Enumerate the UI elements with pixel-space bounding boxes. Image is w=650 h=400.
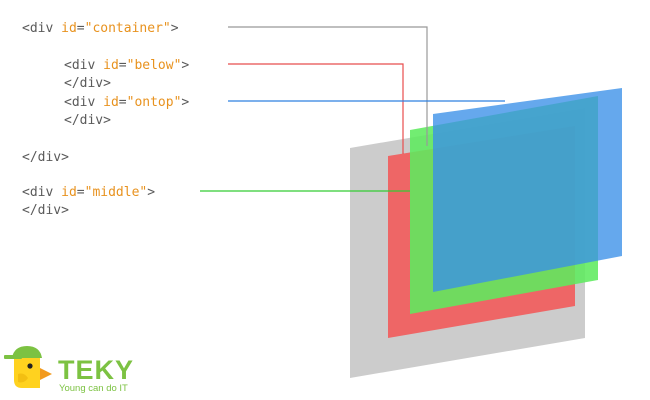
below-connector <box>228 63 404 154</box>
code-line-below-close: </div> <box>64 76 111 91</box>
ontop-panel <box>433 88 622 292</box>
code-line-container-open: <div id="container"> <box>22 21 179 36</box>
code-line-middle-open: <div id="middle"> <box>22 185 155 200</box>
logo-tagline: Young can do IT <box>59 383 128 394</box>
code-line-ontop-open: <div id="ontop"> <box>64 95 189 110</box>
code-line-below-open: <div id="below"> <box>64 58 189 73</box>
container-connector <box>228 26 428 146</box>
code-line-ontop-close: </div> <box>64 113 111 128</box>
duck-mascot-icon <box>4 346 52 388</box>
code-line-middle-close: </div> <box>22 203 69 218</box>
code-line-container-close: </div> <box>22 150 69 165</box>
logo-wordmark: TEKY <box>58 355 134 385</box>
